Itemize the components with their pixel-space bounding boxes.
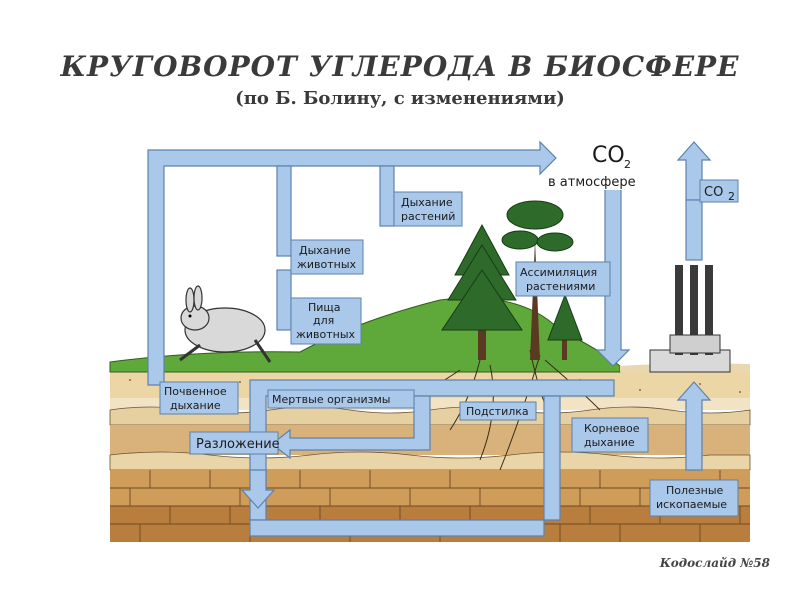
svg-text:CO: CO xyxy=(592,143,625,168)
diagram-title: КРУГОВОРОТ УГЛЕРОДА В БИОСФЕРЕ xyxy=(60,50,740,83)
svg-text:растениями: растениями xyxy=(526,280,595,293)
svg-text:Разложение: Разложение xyxy=(196,437,280,452)
spruce-tree xyxy=(441,223,523,360)
arrow-underground-bottom xyxy=(249,395,561,537)
svg-text:животных: животных xyxy=(296,328,356,341)
animal-respiration-label: Дыхание животных xyxy=(290,239,364,275)
dead-organisms-label: Мертвые организмы xyxy=(267,389,415,409)
arrow-animal-respiration xyxy=(276,165,292,257)
svg-text:CO: CO xyxy=(704,185,723,200)
svg-text:Ассимиляция: Ассимиляция xyxy=(520,266,597,279)
arrow-to-decomposition xyxy=(271,395,431,460)
svg-text:Пища: Пища xyxy=(308,301,341,314)
svg-text:ископаемые: ископаемые xyxy=(656,498,727,511)
svg-text:в атмосфере: в атмосфере xyxy=(548,175,636,190)
svg-text:Почвенное: Почвенное xyxy=(164,385,227,398)
svg-text:растений: растений xyxy=(401,210,455,223)
soil-wavy-2 xyxy=(109,451,751,471)
arrow-decomposition-up xyxy=(240,469,276,509)
arrow-assimilation xyxy=(595,174,631,367)
soil-respiration-label: Почвенное дыхание xyxy=(159,381,239,415)
litter-label: Подстилка xyxy=(459,401,537,421)
svg-text:животных: животных xyxy=(297,258,357,271)
assimilation-label: Ассимиляция растениями xyxy=(515,261,611,297)
arrow-plant-respiration xyxy=(379,165,395,227)
minerals-label: Полезные ископаемые xyxy=(649,479,739,517)
arrow-minerals-up xyxy=(676,381,712,471)
pine-tree xyxy=(501,200,574,360)
arrow-soil-respiration-to-atmosphere xyxy=(147,140,557,386)
svg-text:Полезные: Полезные xyxy=(666,484,724,497)
svg-text:дыхание: дыхание xyxy=(170,399,221,412)
svg-text:Дыхание: Дыхание xyxy=(401,196,453,209)
small-spruce xyxy=(547,293,583,360)
svg-text:Корневое: Корневое xyxy=(584,422,640,435)
slide-credit: Кодослайд №58 xyxy=(659,556,770,570)
plant-respiration-label: Дыхание растений xyxy=(393,191,463,227)
rock-bricks xyxy=(110,470,750,542)
co2-factory-label: CO 2 xyxy=(699,179,739,203)
svg-text:для: для xyxy=(313,314,334,327)
svg-text:дыхание: дыхание xyxy=(584,436,635,449)
diagram-subtitle: (по Б. Болину, с изменениями) xyxy=(235,88,565,109)
svg-text:Дыхание: Дыхание xyxy=(299,244,351,257)
root-respiration-label: Корневое дыхание xyxy=(571,417,649,453)
arrow-animal-food xyxy=(276,269,292,331)
svg-text:2: 2 xyxy=(728,190,735,203)
co2-atmosphere-label: CO 2 в атмосфере xyxy=(543,143,663,190)
svg-text:Подстилка: Подстилка xyxy=(466,405,529,418)
factory-illustration xyxy=(649,265,731,373)
svg-text:Мертвые организмы: Мертвые организмы xyxy=(272,393,391,406)
decomposition-label: Разложение xyxy=(189,431,280,455)
arrow-factory-chimney xyxy=(685,199,703,261)
svg-text:2: 2 xyxy=(624,158,631,171)
flow-arrows xyxy=(147,140,712,537)
animal-food-label: Пища для животных xyxy=(290,297,362,345)
rabbit-illustration xyxy=(179,285,272,363)
